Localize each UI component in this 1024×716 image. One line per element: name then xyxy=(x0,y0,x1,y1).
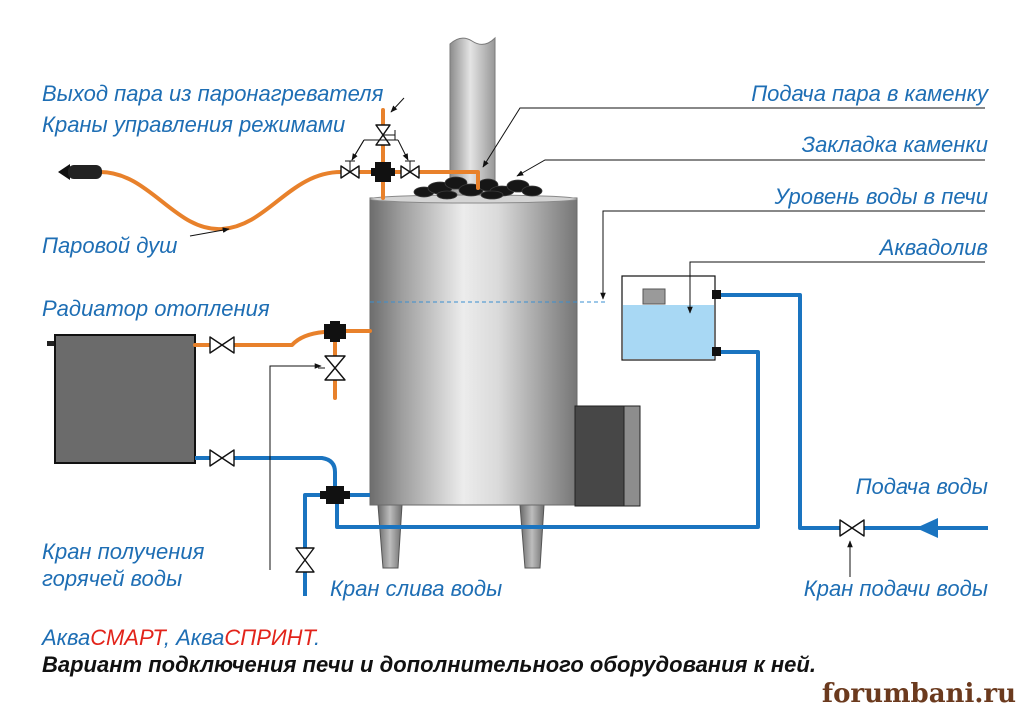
bottom-cross-fitting xyxy=(320,486,350,504)
tank-connector-top xyxy=(712,290,721,299)
label-aquadoliv: Аквадолив xyxy=(878,235,988,260)
label-hot-water-tap-line1: Кран получения xyxy=(42,539,205,564)
label-hot-water-tap-line2: горячей воды xyxy=(42,566,182,591)
aquadoliv-return-pipe xyxy=(335,350,760,529)
radiator-return-pipe xyxy=(195,456,337,486)
caption-end: . xyxy=(314,625,320,650)
hot-water-tap-valve xyxy=(318,355,346,381)
heater-stones xyxy=(413,176,543,200)
label-mode-valves: Краны управления режимами xyxy=(42,112,345,137)
label-steam-to-heater: Подача пара в каменку xyxy=(751,81,990,106)
label-steam-outlet: Выход пара из паронагревателя xyxy=(42,81,384,106)
chimney xyxy=(449,36,496,196)
aquadoliv-tank xyxy=(621,275,721,361)
caption-subtitle: Вариант подключения печи и дополнительно… xyxy=(42,652,816,677)
radiator-bottom-valve xyxy=(209,449,235,467)
tank-connector-bottom xyxy=(712,347,721,356)
caption-model2-name: СПРИНТ xyxy=(224,625,317,650)
watermark: forumbani.ru xyxy=(822,679,1016,709)
radiator-supply-pipe xyxy=(193,329,372,400)
caption-model2-prefix: Аква xyxy=(174,625,224,650)
label-steam-shower: Паровой душ xyxy=(42,233,177,258)
flow-direction-arrow xyxy=(916,518,938,538)
caption-separator: , xyxy=(164,625,176,650)
water-supply-valve xyxy=(839,519,865,537)
radiator-top-valve xyxy=(209,336,235,354)
firebox-door xyxy=(574,405,641,507)
stove xyxy=(369,194,641,569)
steam-shower-hose xyxy=(98,170,343,232)
steam-shower-nozzle xyxy=(58,164,102,180)
caption-model1-prefix: Аква xyxy=(40,625,90,650)
tank-water xyxy=(623,305,714,359)
caption-model1-name: СМАРТ xyxy=(90,625,167,650)
label-stone-load: Закладка каменки xyxy=(802,132,988,157)
label-radiator: Радиатор отопления xyxy=(42,296,270,321)
caption-models: АкваСМАРТ, АкваСПРИНТ. xyxy=(40,625,320,650)
tank-float xyxy=(642,288,666,305)
drain-valve xyxy=(295,547,315,573)
label-drain-tap: Кран слива воды xyxy=(330,576,502,601)
radiator-top-tee xyxy=(324,321,346,342)
leader-lines xyxy=(189,97,985,577)
drain-pipe xyxy=(303,493,325,596)
label-water-supply-tap: Кран подачи воды xyxy=(804,576,988,601)
label-water-supply: Подача воды xyxy=(856,474,988,499)
steam-cross-fitting xyxy=(371,162,395,182)
mode-valve-left xyxy=(340,160,360,179)
label-water-level: Уровень воды в печи xyxy=(774,184,988,209)
radiator xyxy=(47,334,196,464)
tank-outline xyxy=(621,275,716,361)
stove-tank xyxy=(369,197,578,506)
